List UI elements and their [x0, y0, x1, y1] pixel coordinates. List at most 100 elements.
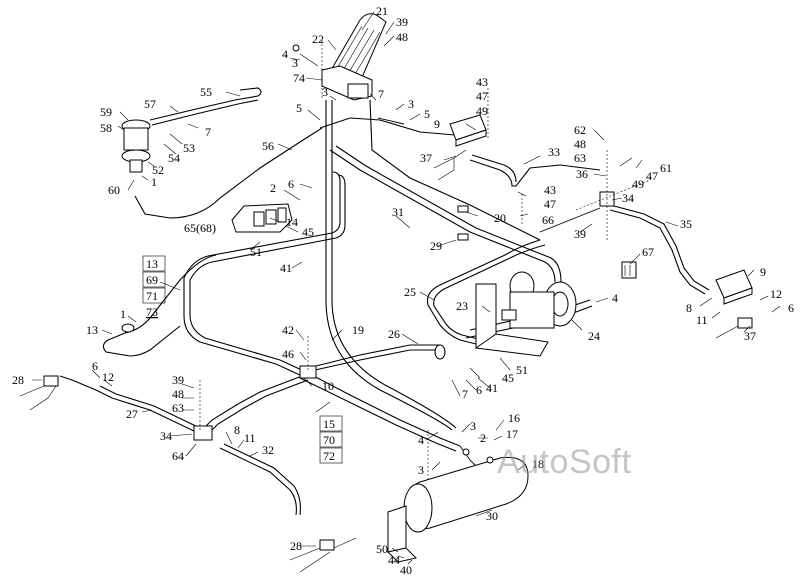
pipe-56 [134, 127, 323, 219]
bracket-67 [621, 261, 637, 279]
callout-31: 31 [392, 205, 404, 219]
callout-49: 49 [476, 104, 488, 118]
connector-28-bottom [289, 537, 357, 573]
callout-58: 58 [100, 121, 112, 135]
callout-1: 1 [151, 175, 157, 189]
pipe-19 [325, 100, 453, 431]
callout-6: 6 [92, 359, 98, 373]
callout-9: 9 [434, 117, 440, 131]
watermark: AutoSoft [497, 443, 632, 481]
callout-3: 3 [470, 419, 476, 433]
fitting-13-left [121, 323, 135, 333]
callout-33: 33 [548, 145, 560, 159]
components [19, 13, 753, 573]
pipe-5 [319, 117, 456, 136]
callout-6: 6 [788, 301, 794, 315]
callout-72: 72 [323, 449, 335, 463]
callout-39: 39 [396, 15, 408, 29]
callout-37: 37 [420, 151, 432, 165]
callout-19: 19 [352, 323, 364, 337]
pipe-25 [426, 239, 541, 346]
callout-70: 70 [323, 433, 335, 447]
callout-4: 4 [282, 47, 288, 61]
callout-43: 43 [544, 183, 556, 197]
callout-44: 44 [388, 553, 400, 567]
pipe-left-cluster [199, 375, 303, 433]
callout-7: 7 [205, 125, 211, 139]
callout-35: 35 [680, 217, 692, 231]
valve-9-right [715, 269, 753, 305]
pipe-20 [369, 99, 541, 241]
callout-48: 48 [574, 137, 586, 151]
pipe-31 [329, 149, 556, 283]
callout-14: 14 [286, 215, 298, 229]
callout-18: 18 [532, 457, 544, 471]
callout-22: 22 [312, 32, 324, 46]
brake-pedal [292, 13, 387, 101]
callout-45: 45 [302, 225, 314, 239]
callout-64: 64 [172, 449, 184, 463]
callout-29: 29 [430, 239, 442, 253]
callout-23: 23 [456, 299, 468, 313]
bracket-20 [457, 205, 469, 241]
callout-1: 1 [120, 307, 126, 321]
pipe-27 [95, 389, 197, 433]
callout-57: 57 [144, 97, 156, 111]
callout-42: 42 [282, 323, 294, 337]
callout-25: 25 [404, 285, 416, 299]
callout-66: 66 [542, 213, 554, 227]
fitting-26 [434, 344, 446, 360]
valve-14-cluster [231, 203, 293, 233]
callout-7: 7 [378, 87, 384, 101]
leader-lines [32, 11, 781, 565]
callout-11: 11 [244, 431, 256, 445]
compressor [474, 271, 577, 357]
callout-53: 53 [183, 141, 195, 155]
boxed-label-frames [142, 255, 343, 464]
callout-51: 51 [250, 245, 262, 259]
pipe-15 [305, 371, 461, 447]
callout-15: 15 [323, 417, 335, 431]
callout-2: 2 [270, 181, 276, 195]
callout-45: 45 [502, 371, 514, 385]
callout-28: 28 [12, 373, 24, 387]
callout-24: 24 [588, 329, 600, 343]
callout-69: 69 [146, 273, 158, 287]
callout-6: 6 [288, 177, 294, 191]
callout-5: 5 [296, 101, 302, 115]
callout-13: 13 [86, 323, 98, 337]
callout-61: 61 [660, 161, 672, 175]
pipe-57 [149, 87, 262, 121]
callout-43: 43 [476, 75, 488, 89]
callout-56: 56 [262, 139, 274, 153]
tee-block-10 [299, 365, 317, 379]
pipe-35 [609, 209, 706, 295]
callout-3: 3 [418, 463, 424, 477]
callout-47: 47 [544, 197, 556, 211]
callout-74: 74 [293, 71, 305, 85]
callout-26: 26 [388, 327, 400, 341]
callout-21: 21 [376, 4, 388, 18]
callout-13: 13 [146, 257, 158, 271]
connector-37-upper [433, 149, 467, 181]
callout-63: 63 [574, 151, 586, 165]
callout-16: 16 [508, 411, 520, 425]
callout-41: 41 [486, 381, 498, 395]
callout-2: 2 [480, 431, 486, 445]
valve-9-upper [449, 114, 487, 147]
pipe-32 [219, 447, 297, 516]
callout-27: 27 [126, 407, 138, 421]
connector-37-right [715, 317, 753, 339]
callout-7: 7 [462, 387, 468, 401]
pipe-network [59, 87, 710, 516]
callout-63: 63 [172, 401, 184, 415]
callout-34: 34 [160, 429, 172, 443]
callout-3: 3 [322, 85, 328, 99]
callout-labels: 21 39 48 22 4 3 74 3 7 3 5 5 55 57 59 58… [12, 4, 794, 577]
callout-67: 67 [642, 245, 654, 259]
callout-4: 4 [612, 291, 618, 305]
callout-55: 55 [200, 85, 212, 99]
callout-30: 30 [486, 509, 498, 523]
